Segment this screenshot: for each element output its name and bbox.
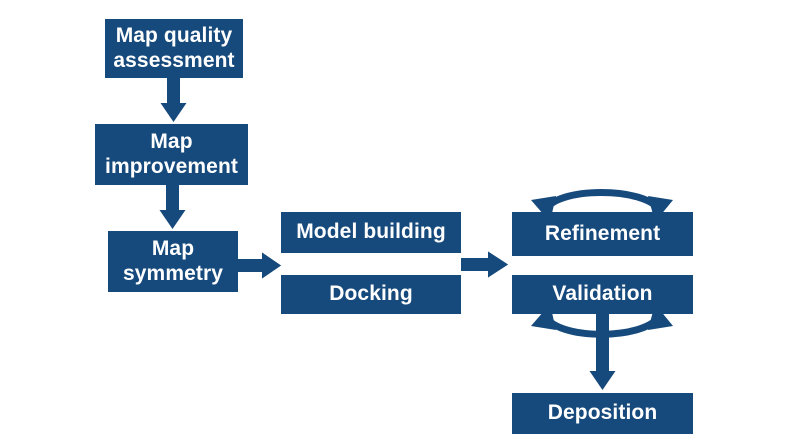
node-map-quality-assessment[interactable]: Map quality assessment bbox=[105, 19, 243, 78]
arrow-assessment-to-improvement bbox=[160, 78, 187, 122]
node-label-validation: Validation bbox=[552, 282, 653, 306]
arrow-improvement-to-symmetry bbox=[159, 185, 186, 229]
node-deposition[interactable]: Deposition bbox=[512, 393, 693, 434]
node-label-map-symmetry: Map symmetry bbox=[122, 237, 224, 285]
node-label-map-improvement: Map improvement bbox=[105, 130, 238, 178]
node-label-map-quality-assessment: Map quality assessment bbox=[113, 24, 235, 72]
node-label-deposition: Deposition bbox=[547, 401, 658, 425]
node-label-docking: Docking bbox=[329, 282, 413, 306]
node-map-symmetry[interactable]: Map symmetry bbox=[108, 231, 238, 292]
node-label-refinement: Refinement bbox=[544, 221, 661, 245]
node-model-building[interactable]: Model building bbox=[281, 212, 461, 253]
node-refinement[interactable]: Refinement bbox=[512, 212, 693, 256]
arrow-symmetry-to-modeling bbox=[238, 252, 281, 279]
node-map-improvement[interactable]: Map improvement bbox=[95, 124, 248, 185]
node-docking[interactable]: Docking bbox=[281, 275, 461, 314]
arrow-modeling-to-refinement bbox=[461, 251, 508, 278]
node-label-model-building: Model building bbox=[296, 220, 446, 244]
arrow-validation-to-deposition bbox=[589, 314, 616, 390]
node-validation[interactable]: Validation bbox=[512, 275, 693, 314]
